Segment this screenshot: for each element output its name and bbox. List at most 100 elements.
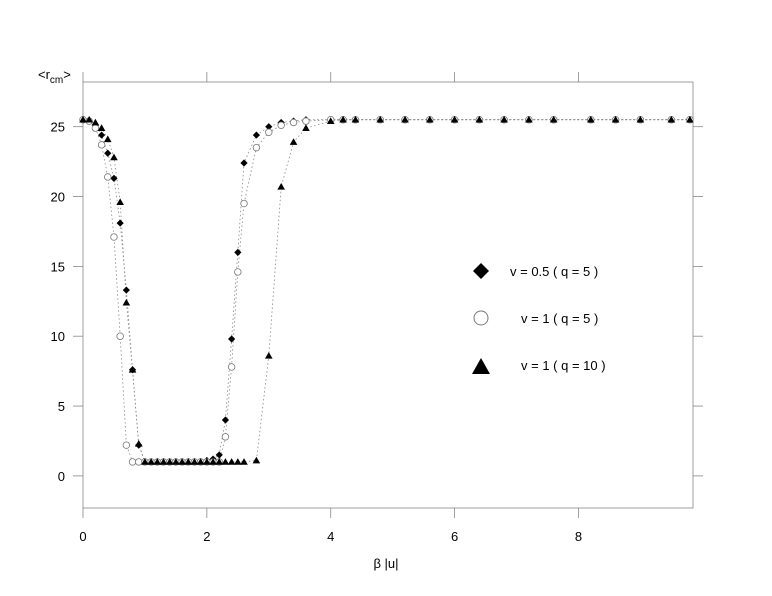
data-point-triangle bbox=[264, 351, 273, 359]
data-point-diamond bbox=[116, 219, 124, 227]
x-tick-label: 6 bbox=[451, 529, 458, 544]
data-point-triangle bbox=[172, 458, 180, 465]
data-point-triangle bbox=[79, 115, 87, 123]
data-point-triangle bbox=[147, 458, 155, 465]
data-point-circle bbox=[277, 121, 285, 129]
data-point-circle bbox=[128, 458, 137, 466]
legend: v = 0.5 ( q = 5 ) v = 1 ( q = 5 ) v = 1 … bbox=[472, 263, 606, 374]
data-point-diamond bbox=[228, 335, 236, 343]
data-point-triangle bbox=[426, 115, 434, 123]
x-axis-title: β |u| bbox=[373, 556, 398, 571]
data-point-triangle bbox=[667, 115, 676, 123]
data-point-triangle bbox=[97, 124, 106, 131]
y-tick-label: 25 bbox=[51, 120, 65, 135]
legend-marker-diamond bbox=[473, 263, 489, 279]
y-tick-label: 5 bbox=[58, 399, 65, 414]
data-point-triangle bbox=[184, 458, 193, 465]
series-line-1 bbox=[82, 119, 690, 463]
data-point-diamond bbox=[234, 248, 242, 256]
data-point-triangle bbox=[351, 115, 360, 123]
data-point-triangle bbox=[227, 458, 236, 465]
data-point-triangle bbox=[116, 198, 124, 205]
legend-label-1: v = 1 ( q = 5 ) bbox=[521, 311, 598, 326]
y-tick-label: 10 bbox=[51, 329, 65, 344]
data-point-triangle bbox=[234, 458, 242, 465]
data-point-triangle bbox=[165, 458, 174, 465]
data-point-triangle bbox=[209, 458, 217, 465]
data-point-diamond bbox=[252, 131, 261, 139]
data-point-triangle bbox=[203, 458, 211, 465]
data-point-triangle bbox=[525, 115, 533, 123]
data-point-triangle bbox=[196, 458, 205, 465]
legend-label-2: v = 1 ( q = 10 ) bbox=[521, 358, 606, 373]
data-point-triangle bbox=[500, 115, 508, 123]
data-point-triangle bbox=[636, 115, 645, 123]
data-point-triangle bbox=[450, 115, 459, 123]
data-point-triangle bbox=[376, 115, 385, 123]
data-point-circle bbox=[234, 268, 242, 276]
data-point-circle bbox=[122, 441, 131, 449]
series-lines bbox=[82, 119, 690, 463]
data-point-triangle bbox=[326, 117, 335, 124]
legend-label-0: v = 0.5 ( q = 5 ) bbox=[510, 264, 598, 279]
data-point-circle bbox=[135, 458, 143, 466]
legend-marker-triangle bbox=[472, 358, 490, 374]
data-point-triangle bbox=[103, 135, 112, 143]
data-point-triangle bbox=[85, 115, 93, 123]
data-point-triangle bbox=[252, 456, 261, 464]
series-line-2 bbox=[83, 119, 690, 463]
data-point-triangle bbox=[475, 115, 484, 123]
data-point-circle bbox=[110, 233, 118, 241]
data-point-triangle bbox=[141, 458, 149, 465]
data-point-triangle bbox=[91, 118, 100, 126]
legend-marker-circle bbox=[473, 310, 489, 326]
data-point-triangle bbox=[134, 439, 143, 447]
data-point-triangle bbox=[240, 458, 248, 465]
data-point-triangle bbox=[686, 115, 694, 123]
plot-frame bbox=[82, 81, 694, 509]
y-tick-label: 0 bbox=[58, 469, 65, 484]
data-point-circle bbox=[221, 433, 230, 441]
y-tick-label: 20 bbox=[51, 190, 65, 205]
data-point-circle bbox=[240, 199, 248, 208]
data-point-triangle bbox=[178, 458, 186, 465]
data-point-triangle bbox=[128, 365, 137, 373]
data-point-diamond bbox=[265, 123, 273, 131]
data-point-triangle bbox=[611, 115, 620, 123]
data-point-diamond bbox=[97, 131, 106, 139]
data-point-circle bbox=[97, 141, 106, 149]
data-point-triangle bbox=[339, 115, 347, 123]
data-point-diamond bbox=[110, 174, 118, 182]
data-point-circle bbox=[252, 143, 261, 152]
data-point-diamond bbox=[240, 159, 248, 167]
data-point-circle bbox=[227, 363, 236, 371]
series-line-0 bbox=[82, 119, 690, 463]
data-point-triangle bbox=[153, 458, 162, 465]
data-point-triangle bbox=[221, 458, 230, 465]
data-point-diamond bbox=[215, 451, 223, 459]
data-point-circle bbox=[116, 332, 124, 340]
data-point-triangle bbox=[587, 115, 595, 123]
y-axis-title: <rcm> bbox=[38, 67, 71, 86]
x-tick-label: 0 bbox=[79, 529, 86, 544]
data-point-circle bbox=[302, 117, 310, 125]
y-axis-title-sub: cm bbox=[50, 75, 63, 86]
data-point-triangle bbox=[277, 182, 285, 190]
data-point-triangle bbox=[302, 124, 310, 131]
data-point-triangle bbox=[190, 458, 199, 465]
data-point-circle bbox=[104, 173, 112, 181]
y-axis-title-suffix: > bbox=[63, 67, 71, 82]
data-point-triangle bbox=[122, 298, 131, 306]
data-point-diamond bbox=[221, 416, 230, 424]
data-point-triangle bbox=[549, 115, 558, 123]
data-point-diamond bbox=[104, 149, 112, 157]
x-tick-label: 8 bbox=[575, 529, 582, 544]
data-point-circle bbox=[91, 124, 100, 132]
data-point-triangle bbox=[159, 458, 168, 465]
x-tick-label: 4 bbox=[327, 529, 334, 544]
data-point-circle bbox=[289, 118, 298, 127]
data-point-triangle bbox=[401, 115, 409, 123]
data-markers bbox=[79, 115, 694, 466]
